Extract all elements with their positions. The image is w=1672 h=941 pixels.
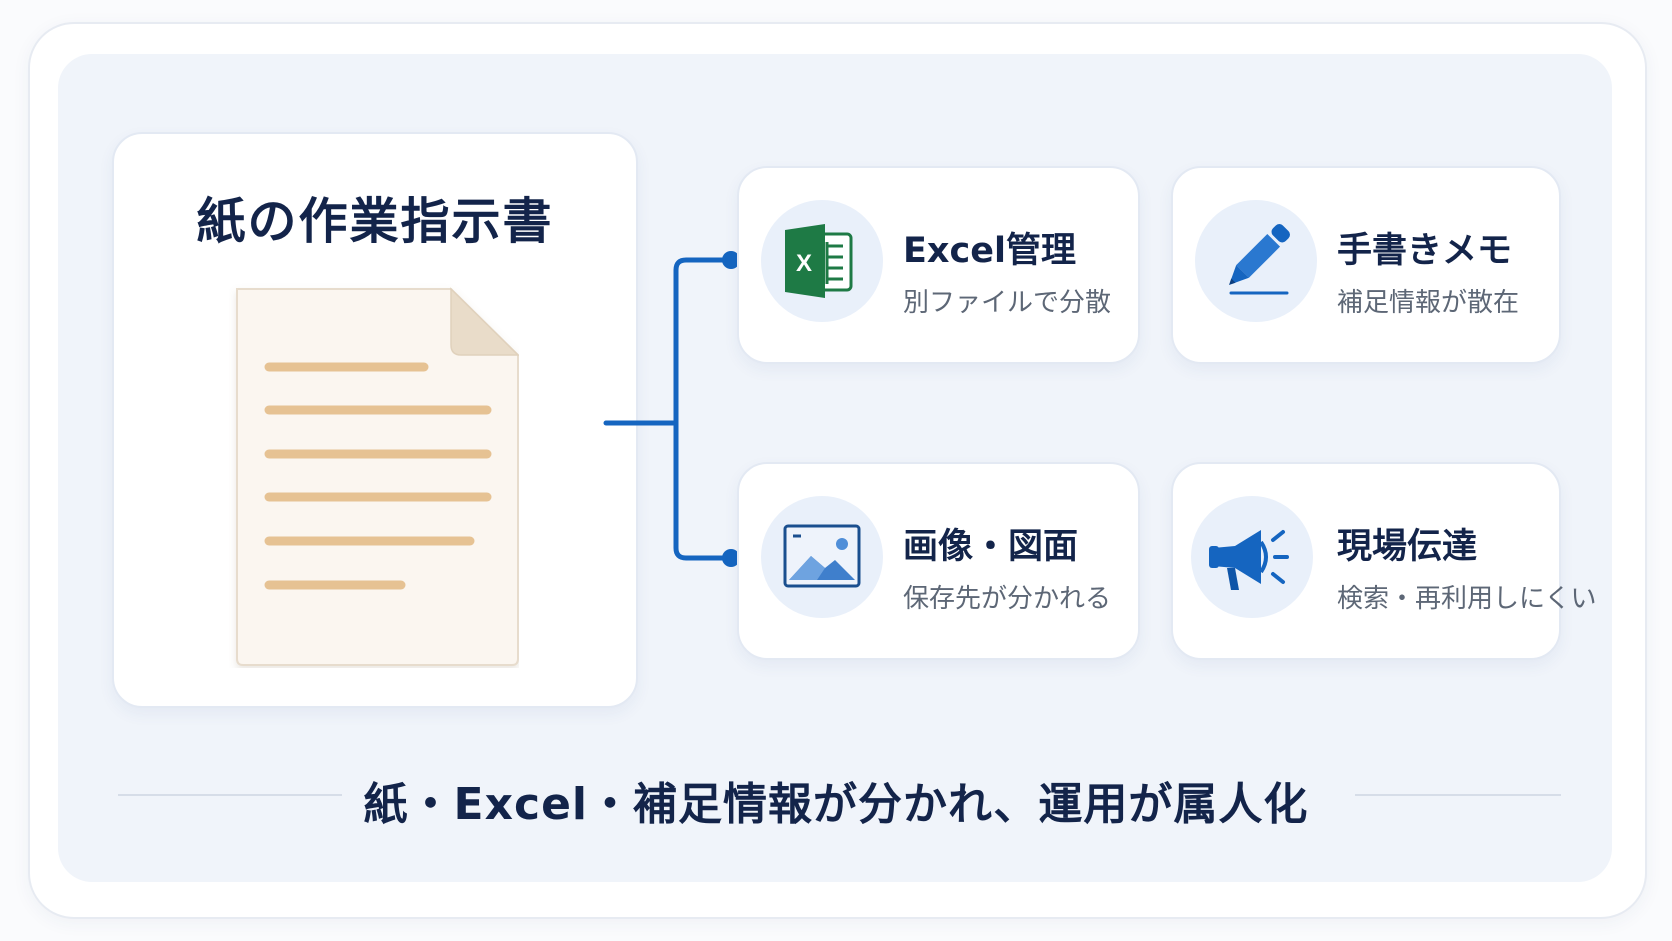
item-title: Excel管理 xyxy=(903,231,1076,271)
excel-letter: X xyxy=(796,250,812,277)
item-title: 現場伝達 xyxy=(1337,527,1478,567)
item-subtitle: 補足情報が散在 xyxy=(1337,288,1520,318)
summary-divider-left xyxy=(118,794,342,796)
excel-icon-circle: X xyxy=(761,200,883,322)
paper-instructions-title: 紙の作業指示書 xyxy=(196,193,554,250)
pen-icon xyxy=(1229,224,1290,295)
item-subtitle: 別ファイルで分散 xyxy=(903,288,1112,318)
item-subtitle: 検索・再利用しにくい xyxy=(1337,584,1597,614)
item-subtitle: 保存先が分かれる xyxy=(903,584,1112,614)
images-drawings-card: 画像・図面 保存先が分かれる xyxy=(737,462,1140,660)
summary-divider-right xyxy=(1355,794,1561,796)
image-icon-circle xyxy=(761,496,883,618)
pen-icon-circle xyxy=(1195,200,1317,322)
onsite-communication-card: 現場伝達 検索・再利用しにくい xyxy=(1171,462,1596,660)
paper-document-icon xyxy=(236,287,519,666)
summary-text: 紙・Excel・補足情報が分かれ、運用が属人化 xyxy=(363,779,1309,830)
megaphone-icon-circle xyxy=(1191,496,1313,618)
excel-management-card: X Excel管理 別ファイルで分散 xyxy=(737,166,1140,364)
image-icon xyxy=(783,524,861,588)
handwritten-memo-card: 手書きメモ 補足情報が散在 xyxy=(1171,166,1561,364)
item-title: 手書きメモ xyxy=(1337,231,1513,271)
excel-icon: X xyxy=(785,224,853,298)
item-title: 画像・図面 xyxy=(903,527,1079,567)
megaphone-icon xyxy=(1209,530,1289,590)
